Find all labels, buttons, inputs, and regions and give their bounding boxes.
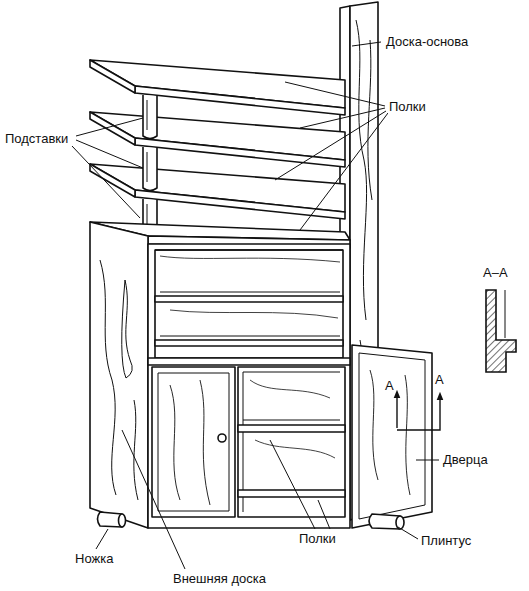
section-view [486, 290, 516, 372]
part-label: Ножка [74, 551, 114, 566]
part-label: Плинтус [420, 533, 472, 548]
section-label: А–А [482, 265, 509, 280]
leader-lines [72, 42, 439, 569]
leg [98, 512, 126, 527]
part-label: Внешняя доска [172, 571, 267, 586]
open-door [352, 345, 432, 528]
part-label: Подставки [4, 131, 69, 146]
part-label: Дверца [442, 452, 489, 467]
section-mark: А [434, 372, 445, 387]
section-arrows [397, 394, 440, 430]
shelf-supports [143, 95, 157, 243]
plinth [369, 514, 404, 529]
hanging-shelves [90, 60, 345, 219]
part-label: Доска-основа [385, 34, 469, 49]
section-mark: А [384, 378, 395, 393]
part-label: Полки [298, 531, 337, 546]
part-label: Полки [388, 99, 427, 114]
cabinet [90, 222, 350, 528]
